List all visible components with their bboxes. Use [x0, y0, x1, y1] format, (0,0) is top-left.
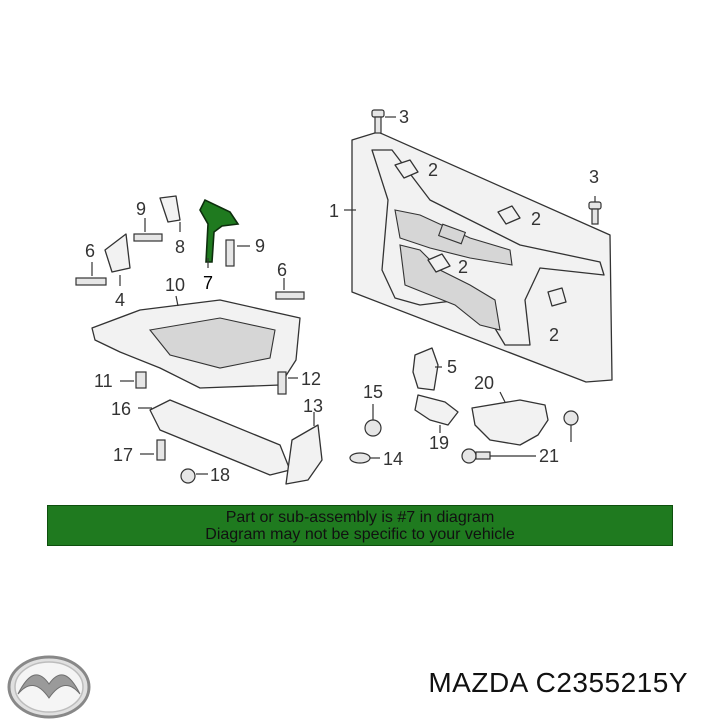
banner-line-2: Diagram may not be specific to your vehi… [205, 525, 515, 543]
clip-14 [349, 452, 380, 464]
bolt-6-right [275, 278, 305, 300]
callout-labels: 1 2 2 2 2 3 3 4 5 6 6 7 8 9 9 10 11 12 1… [85, 107, 599, 485]
callout-11: 11 [94, 371, 113, 391]
sensor-19 [414, 394, 459, 433]
bracket-8 [159, 195, 181, 232]
bolt-6-left [75, 262, 107, 286]
callout-16: 16 [111, 399, 131, 419]
callout-2c: 2 [458, 257, 468, 277]
bracket-4 [104, 233, 131, 286]
clip-18 [180, 468, 208, 484]
callout-9a: 9 [136, 199, 146, 219]
bracket-20 [471, 391, 549, 446]
callout-10: 10 [165, 275, 185, 295]
bolt-3-top [371, 109, 396, 134]
callout-9b: 9 [255, 236, 265, 256]
callout-2d: 2 [549, 325, 559, 345]
callout-17: 17 [113, 445, 133, 465]
callout-8: 8 [175, 237, 185, 257]
part-number-label: MAZDA C2355215Y [428, 667, 688, 698]
bolt-9-left [133, 218, 163, 242]
callout-4: 4 [115, 290, 125, 310]
callout-13: 13 [303, 396, 323, 416]
callout-19: 19 [429, 433, 449, 453]
bracket-5 [412, 347, 442, 391]
radiator-support-panel [344, 131, 613, 383]
bolt-17 [140, 439, 166, 461]
bolt-3-right [588, 196, 602, 225]
callout-14: 14 [383, 449, 403, 469]
callout-12: 12 [301, 369, 321, 389]
callout-5: 5 [447, 357, 457, 377]
callout-6b: 6 [277, 260, 287, 280]
mazda-logo-icon [7, 655, 91, 719]
callout-7: 7 [203, 273, 213, 293]
engine-undercover [91, 295, 301, 389]
callout-6a: 6 [85, 241, 95, 261]
clip-11 [120, 371, 147, 389]
callout-3b: 3 [589, 167, 599, 187]
part-info-banner: Part or sub-assembly is #7 in diagram Di… [47, 505, 673, 546]
callout-1: 1 [329, 201, 339, 221]
banner-line-1: Part or sub-assembly is #7 in diagram [225, 508, 495, 526]
callout-2a: 2 [428, 160, 438, 180]
callout-2b: 2 [531, 209, 541, 229]
splash-shield-13 [285, 412, 323, 485]
callout-20: 20 [474, 373, 494, 393]
highlighted-part-7 [199, 198, 240, 268]
bolt-12 [277, 371, 298, 395]
callout-18: 18 [210, 465, 230, 485]
clip-15 [364, 404, 382, 437]
deflector-16 [138, 399, 291, 476]
bolt-9-right [225, 239, 250, 267]
callout-15: 15 [363, 382, 383, 402]
clip-21 [461, 410, 579, 464]
callout-3a: 3 [399, 107, 409, 127]
callout-21: 21 [539, 446, 559, 466]
